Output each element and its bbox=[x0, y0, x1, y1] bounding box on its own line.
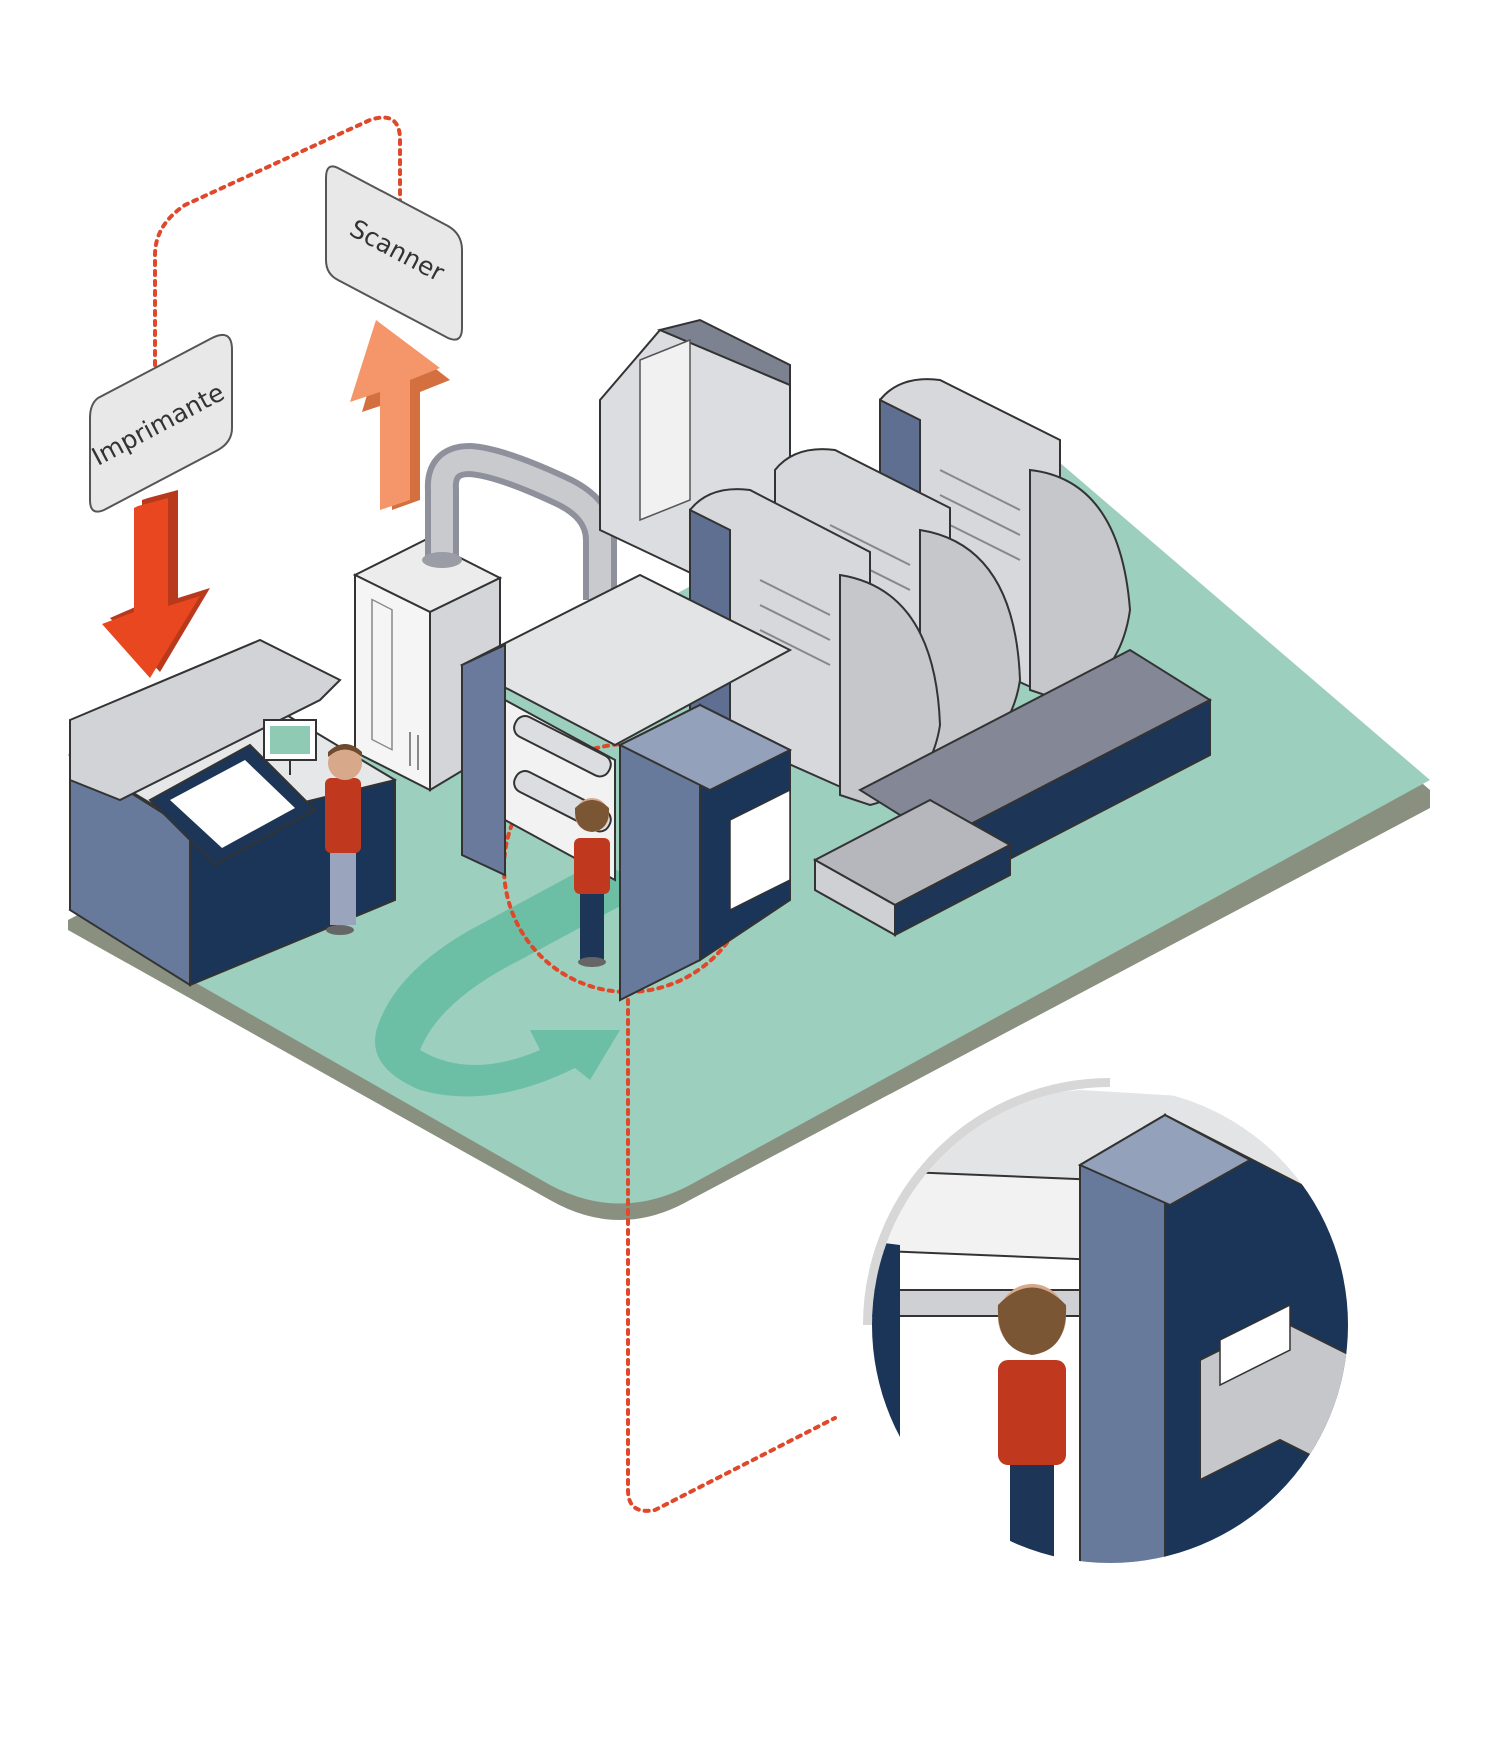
zoom-operator-person-icon bbox=[997, 1284, 1067, 1563]
printer-label-card: Imprimante bbox=[87, 334, 233, 513]
up-arrow-icon bbox=[350, 320, 450, 510]
operator-console-person-icon bbox=[325, 744, 362, 935]
zoom-detail-bubble bbox=[860, 1075, 1360, 1575]
monitor-icon bbox=[263, 719, 317, 775]
scanner-label-card: Scanner bbox=[325, 165, 463, 341]
press-base-steps bbox=[812, 648, 1213, 937]
down-arrow-icon bbox=[102, 490, 210, 678]
exhaust-duct bbox=[422, 442, 617, 600]
operator-press-person-icon bbox=[574, 798, 610, 967]
